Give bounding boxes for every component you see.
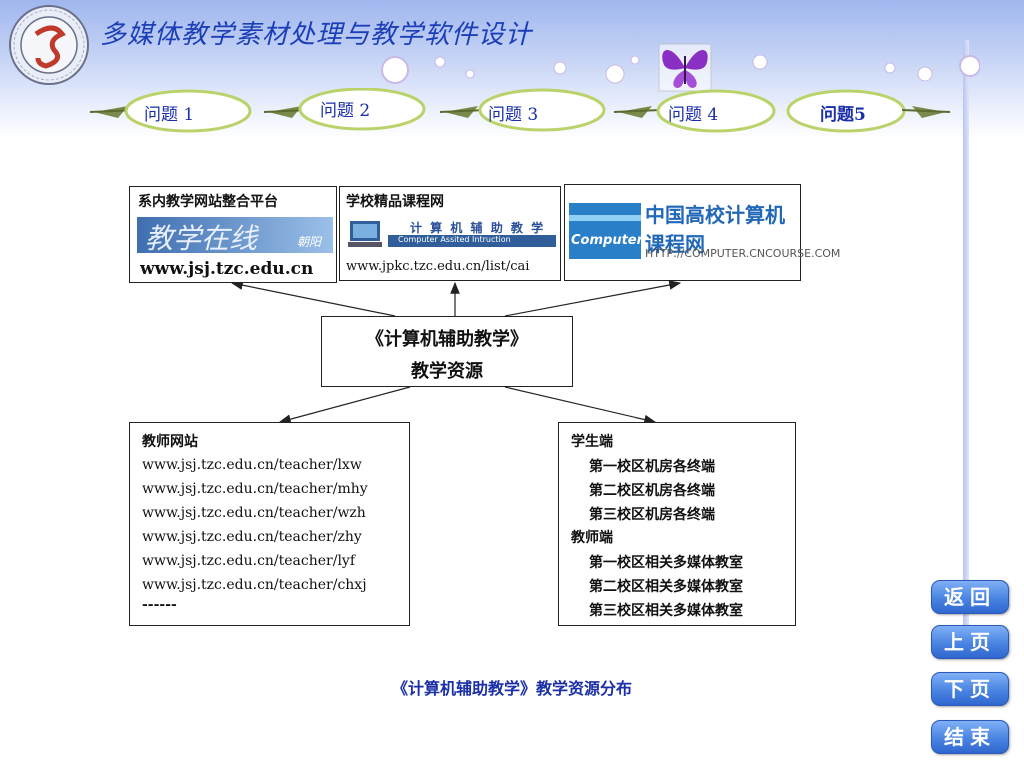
center-line-1: 《计算机辅助教学》	[366, 329, 528, 350]
course-site-box: 学校精品课程网 计 算 机 辅 助 教 学 Computer Assited I…	[339, 186, 561, 281]
teacher-url[interactable]: www.jsj.tzc.edu.cn/teacher/lyf	[142, 553, 356, 569]
university-seal-logo	[9, 5, 89, 85]
banner-sub: Computer Assited Intruction	[398, 235, 511, 244]
dept-site-box: 系内教学网站整合平台 教学在线 朝阳 www.jsj.tzc.edu.cn	[129, 186, 337, 283]
right-rail-decoration	[963, 40, 969, 640]
tab-question-4[interactable]: 问题 4	[612, 88, 782, 134]
tab-label: 问题5	[820, 105, 866, 125]
terminals-box: 学生端 第一校区机房各终端 第二校区机房各终端 第三校区机房各终端 教师端 第一…	[558, 422, 796, 626]
banner-sub: 朝阳	[297, 235, 322, 249]
banner-text: 计 算 机 辅 助 教 学	[410, 221, 546, 235]
arrow-to-terminals	[504, 386, 657, 425]
teacher-sites-box: 教师网站 www.jsj.tzc.edu.cn/teacher/lxw www.…	[129, 422, 410, 626]
tab-question-5[interactable]: 问题5	[782, 88, 952, 134]
dept-site-url[interactable]: www.jsj.tzc.edu.cn	[140, 259, 314, 279]
teacher-url[interactable]: www.jsj.tzc.edu.cn/teacher/chxj	[142, 577, 367, 593]
end-button[interactable]: 结束	[931, 720, 1009, 754]
arrow-to-teacher-sites	[278, 386, 411, 424]
tab-ring-leaf-decoration	[786, 89, 951, 133]
teacher-terminal-item: 第三校区相关多媒体教室	[589, 603, 743, 619]
teacher-url[interactable]: www.jsj.tzc.edu.cn/teacher/zhy	[142, 529, 362, 545]
teacher-url[interactable]: www.jsj.tzc.edu.cn/teacher/lxw	[142, 457, 362, 473]
tab-ring-leaf-decoration	[439, 88, 606, 132]
previous-page-button[interactable]: 上页	[931, 625, 1009, 659]
app-title: 多媒体教学素材处理与教学软件设计	[100, 20, 533, 50]
dept-site-banner: 教学在线 朝阳	[137, 217, 333, 253]
center-line-2: 教学资源	[411, 361, 483, 382]
arrow-to-cncourse-site	[504, 280, 682, 317]
teacher-terminal-item: 第一校区相关多媒体教室	[589, 555, 743, 571]
cncourse-logo: Computer	[569, 203, 641, 259]
banner-text: 教学在线	[145, 222, 258, 253]
back-button[interactable]: 返回	[931, 580, 1009, 614]
dept-site-title: 系内教学网站整合平台	[138, 194, 278, 210]
tab-ring-leaf-decoration	[263, 88, 426, 131]
student-terminal-item: 第三校区机房各终端	[589, 507, 715, 523]
teacher-url[interactable]: www.jsj.tzc.edu.cn/teacher/wzh	[142, 505, 366, 521]
tab-question-2[interactable]: 问题 2	[262, 88, 432, 134]
bubble-line-decoration	[380, 54, 980, 84]
cncourse-site-box: Computer 中国高校计算机课程网 HTTP://COMPUTER.CNCO…	[564, 184, 840, 281]
tab-label: 问题 3	[488, 105, 539, 125]
computer-icon	[348, 221, 382, 247]
butterfly-icon	[658, 43, 712, 92]
tab-label: 问题 2	[320, 101, 371, 121]
tab-label: 问题 1	[144, 105, 195, 125]
cncourse-url[interactable]: HTTP://COMPUTER.CNCOURSE.COM	[645, 247, 841, 260]
logo-word: Computer	[571, 233, 641, 248]
teacher-sites-title: 教师网站	[142, 434, 198, 450]
course-site-title: 学校精品课程网	[346, 194, 444, 210]
resource-center-box: 《计算机辅助教学》 教学资源	[321, 316, 573, 387]
student-terminal-item: 第一校区机房各终端	[589, 459, 715, 475]
tab-ring-leaf-decoration	[613, 89, 776, 133]
tab-question-1[interactable]: 问题 1	[88, 88, 258, 134]
next-page-button[interactable]: 下页	[931, 672, 1009, 706]
teacher-url[interactable]: www.jsj.tzc.edu.cn/teacher/mhy	[142, 481, 368, 497]
teacher-terminal-title: 教师端	[571, 530, 613, 546]
student-terminal-title: 学生端	[571, 434, 613, 450]
course-site-banner: 计 算 机 辅 助 教 学 Computer Assited Intructio…	[348, 217, 556, 251]
cncourse-title: 中国高校计算机课程网	[645, 203, 785, 256]
arrow-to-dept-site	[230, 280, 396, 317]
student-terminal-item: 第二校区机房各终端	[589, 483, 715, 499]
diagram-caption: 《计算机辅助教学》教学资源分布	[391, 679, 632, 698]
tab-question-3[interactable]: 问题 3	[438, 88, 608, 134]
teacher-terminal-item: 第二校区相关多媒体教室	[589, 579, 743, 595]
tab-ring-leaf-decoration	[89, 89, 252, 133]
teacher-url-more: ------	[142, 597, 177, 613]
course-site-url[interactable]: www.jpkc.tzc.edu.cn/list/cai	[346, 259, 530, 274]
tab-label: 问题 4	[668, 105, 719, 125]
